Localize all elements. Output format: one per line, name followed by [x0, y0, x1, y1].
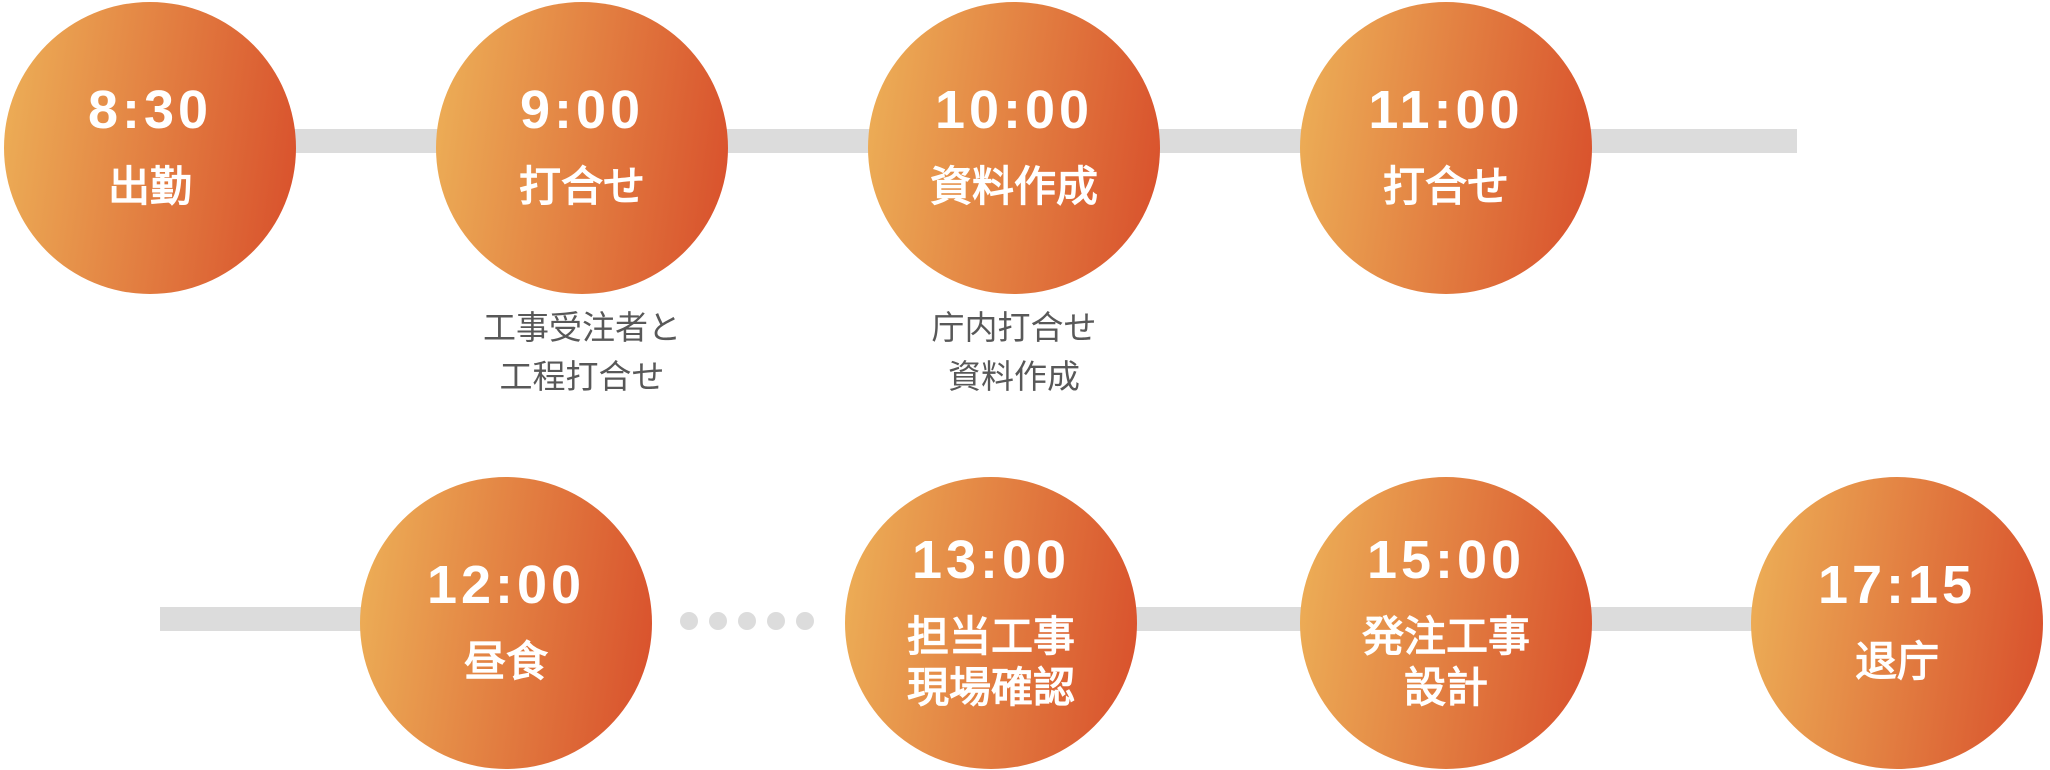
node-label: 出勤 [108, 161, 192, 212]
node-time: 9:00 [519, 80, 645, 141]
node-time: 11:00 [1368, 80, 1524, 141]
ellipsis-dot [709, 612, 727, 630]
node-label-line: 出勤 [107, 163, 192, 211]
node-time: 8:30 [87, 80, 213, 141]
node-time: 12:00 [426, 555, 586, 616]
node-label-line: 現場確認 [906, 664, 1075, 711]
ellipsis-dot [796, 612, 814, 630]
node-label-line: 打合せ [1382, 163, 1509, 211]
node-label-line: 資料作成 [929, 163, 1098, 211]
timeline-node-1200: 12:00 昼食 [360, 477, 652, 769]
node-label-line: 設計 [1403, 664, 1488, 711]
caption-1000: 庁内打合せ 資料作成 [932, 303, 1097, 401]
caption-line: 工事受注者と [483, 309, 681, 346]
ellipsis-dot [680, 612, 698, 630]
caption-line: 工程打合せ [499, 358, 665, 395]
timeline-node-1000: 10:00 資料作成 [868, 2, 1160, 294]
node-label: 打合せ [519, 161, 645, 212]
timeline-node-0900: 9:00 打合せ [436, 2, 728, 294]
node-label-line: 担当工事 [906, 612, 1075, 660]
timeline-node-1715: 17:15 退庁 [1751, 477, 2043, 769]
timeline-node-1100: 11:00 打合せ [1300, 2, 1592, 294]
node-time: 15:00 [1366, 529, 1526, 590]
node-label-line: 発注工事 [1361, 612, 1530, 660]
node-label: 担当工事 現場確認 [907, 611, 1075, 713]
ellipsis-dot [767, 612, 785, 630]
node-label-line: 昼食 [463, 638, 548, 686]
node-time: 13:00 [911, 529, 1071, 590]
node-label-line: 打合せ [518, 163, 645, 211]
timeline-node-1500: 15:00 発注工事 設計 [1300, 477, 1592, 769]
node-label: 資料作成 [930, 161, 1098, 212]
node-time: 17:15 [1817, 555, 1977, 616]
node-label-line: 退庁 [1854, 638, 1939, 686]
node-time: 10:00 [934, 80, 1094, 141]
caption-line: 庁内打合せ [931, 309, 1097, 346]
caption-0900: 工事受注者と 工程打合せ [483, 303, 681, 401]
node-label: 退庁 [1855, 636, 1939, 687]
node-label: 発注工事 設計 [1362, 611, 1530, 713]
timeline-node-1300: 13:00 担当工事 現場確認 [845, 477, 1137, 769]
caption-line: 資料作成 [948, 358, 1080, 395]
node-label: 打合せ [1383, 161, 1509, 212]
node-label: 昼食 [464, 636, 548, 687]
timeline-node-0830: 8:30 出勤 [4, 2, 296, 294]
ellipsis-dot [738, 612, 756, 630]
